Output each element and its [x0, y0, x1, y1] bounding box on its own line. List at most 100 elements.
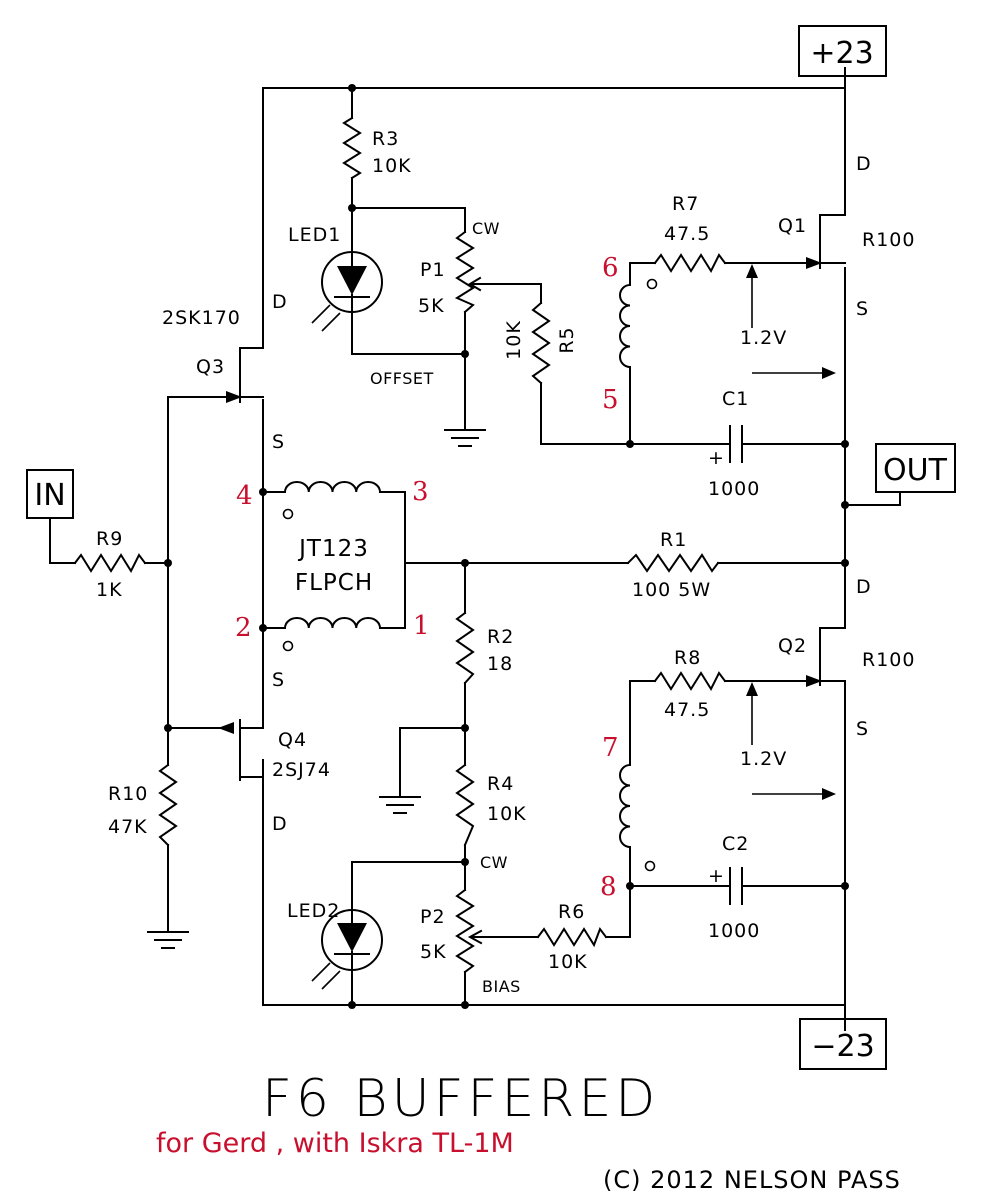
ground-r2 — [379, 796, 421, 814]
q4-drain-label: D — [272, 813, 288, 835]
r3-value: 10K — [372, 155, 412, 177]
resistor-r1 — [626, 553, 720, 573]
q3-part: 2SK170 — [162, 307, 241, 329]
resistor-r7 — [653, 253, 727, 274]
output-terminal: OUT — [875, 443, 956, 493]
ground-r10 — [147, 931, 189, 949]
c2-polarity: + — [708, 865, 725, 887]
p1-value: 5K — [418, 295, 445, 317]
transformer-line2: FLPCH — [295, 570, 373, 596]
r3-name: R3 — [372, 128, 399, 150]
led2 — [311, 904, 383, 990]
c1-value: 1000 — [708, 478, 760, 500]
r6-name: R6 — [558, 901, 585, 923]
p2-name: P2 — [420, 906, 446, 928]
pin-1: 1 — [413, 611, 430, 641]
pin-8: 8 — [600, 872, 617, 902]
r1-value: 100 5W — [632, 579, 711, 601]
vgs-arrow-q1 — [746, 264, 836, 379]
input-label: IN — [34, 478, 65, 513]
q2-part: R100 — [862, 649, 915, 671]
capacitor-c2 — [729, 867, 743, 905]
junction-dots — [164, 84, 849, 1009]
q2-source-label: S — [856, 718, 869, 740]
resistor-r10 — [158, 763, 178, 847]
q1-part: R100 — [862, 229, 915, 251]
q2-vgs-label: 1.2V — [740, 748, 787, 770]
capacitor-c1 — [729, 425, 743, 463]
rail-positive-terminal: +23 — [798, 25, 887, 77]
q1-drain-label: D — [856, 153, 872, 175]
r8-name: R8 — [674, 647, 701, 669]
potentiometer-p2 — [455, 888, 493, 974]
diagram-subtitle: for Gerd , with Iskra TL-1M — [156, 1128, 514, 1159]
p2-function-label: BIAS — [482, 977, 521, 996]
p2-value: 5K — [420, 941, 447, 963]
r7-value: 47.5 — [664, 223, 710, 245]
potentiometer-p1 — [454, 230, 493, 314]
coil-7-8 — [619, 763, 656, 887]
ground-p1 — [444, 429, 486, 447]
c1-polarity: + — [708, 447, 725, 469]
pin-5: 5 — [602, 385, 619, 415]
copyright-credit: (C) 2012 NELSON PASS — [603, 1166, 901, 1194]
q3-name: Q3 — [196, 356, 225, 378]
q4-name: Q4 — [278, 729, 307, 751]
resistor-r3 — [342, 116, 362, 180]
transformer-line1: JT123 — [297, 536, 369, 562]
pin-3: 3 — [412, 477, 429, 507]
p2-cw-label: CW — [480, 853, 508, 872]
q3-source-label: S — [272, 431, 285, 453]
led1-label: LED1 — [288, 224, 341, 246]
rail-negative-label: −23 — [811, 1029, 874, 1064]
r4-value: 10K — [487, 803, 527, 825]
r9-value: 1K — [96, 579, 123, 601]
output-label: OUT — [883, 453, 948, 488]
resistor-r4 — [455, 763, 475, 847]
transistor-q1 — [806, 214, 846, 269]
p1-function-label: OFFSET — [370, 369, 434, 388]
resistor-r9 — [73, 553, 147, 574]
vgs-arrow-q2 — [746, 682, 836, 800]
q2-drain-label: D — [856, 576, 872, 598]
led2-label: LED2 — [287, 900, 340, 922]
input-terminal: IN — [26, 469, 74, 519]
wires — [49, 67, 901, 1031]
r5-value: 10K — [503, 320, 525, 360]
r4-name: R4 — [487, 773, 514, 795]
r2-name: R2 — [487, 626, 514, 648]
transistor-q3 — [226, 347, 264, 403]
resistor-r8 — [653, 671, 727, 692]
pin-6: 6 — [602, 253, 619, 283]
r1-name: R1 — [660, 529, 687, 551]
rail-negative-terminal: −23 — [799, 1018, 887, 1070]
pin-4: 4 — [236, 481, 253, 511]
p1-name: P1 — [420, 259, 446, 281]
r6-value: 10K — [548, 951, 588, 973]
transformer-winding-bottom — [282, 617, 382, 652]
diagram-title: F6 BUFFERED — [262, 1069, 659, 1129]
resistor-r2 — [455, 611, 475, 685]
transistor-q2 — [806, 627, 846, 687]
r10-name: R10 — [108, 783, 148, 805]
resistor-r5 — [531, 301, 551, 385]
q3-drain-label: D — [272, 291, 288, 313]
transistor-q4 — [218, 719, 264, 781]
q4-source-label: S — [272, 669, 285, 691]
resistor-r6 — [536, 926, 608, 948]
pin-2: 2 — [235, 613, 252, 643]
r7-name: R7 — [672, 193, 699, 215]
q1-source-label: S — [856, 298, 869, 320]
q1-vgs-label: 1.2V — [740, 327, 787, 349]
r8-value: 47.5 — [664, 699, 710, 721]
c2-name: C2 — [722, 833, 749, 855]
q4-part: 2SJ74 — [272, 759, 331, 781]
coil-6-5 — [619, 278, 658, 369]
r9-name: R9 — [96, 528, 123, 550]
led1 — [311, 247, 383, 332]
c2-value: 1000 — [708, 920, 760, 942]
r2-value: 18 — [487, 653, 513, 675]
pin-7: 7 — [602, 733, 619, 763]
p1-cw-label: CW — [472, 219, 500, 238]
